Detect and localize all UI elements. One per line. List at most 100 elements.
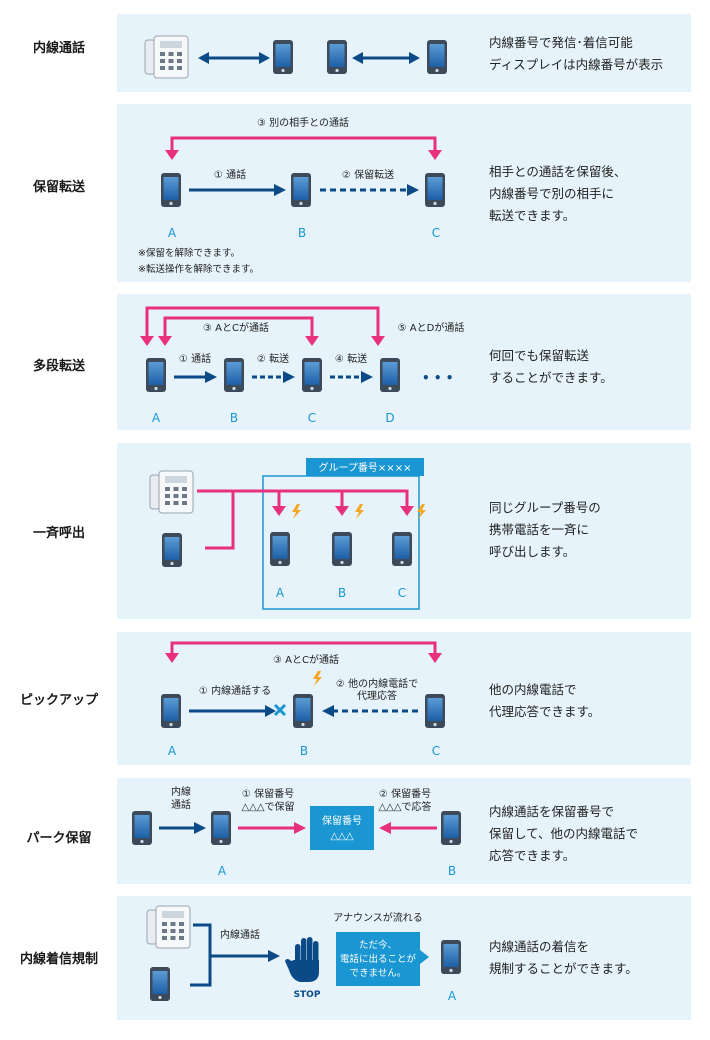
label-a: A — [448, 989, 457, 1003]
diagram-issei-yobidashi: グループ番号×××× A B C — [149, 458, 426, 610]
mobile-phone-b-icon — [224, 358, 244, 392]
desk-phone-icon — [146, 905, 191, 949]
desc-chakushin-kisei: 内線通話の着信を規制することができます。 — [489, 939, 638, 976]
mobile-phone-a-icon — [161, 173, 181, 207]
label-naisen: 内線 — [171, 785, 191, 798]
label-a: A — [218, 864, 227, 878]
mobile-phone-icon — [132, 811, 152, 845]
mobile-phone-a-icon — [270, 532, 290, 566]
row-title-naisen: 内線通話 — [32, 41, 85, 56]
label-a: A — [168, 744, 177, 758]
park-number-box — [310, 806, 374, 850]
label-step2: ② 他の内線電話で — [336, 677, 418, 690]
label-naisen-tsuwa: 内線通話 — [220, 928, 260, 941]
magenta-broadcast-lines — [197, 489, 409, 550]
mobile-phone-icon — [162, 533, 182, 567]
ringing-bolt-icon — [292, 504, 301, 519]
mobile-phone-c-icon — [425, 694, 445, 728]
label-step1: ① 内線通話する — [199, 684, 271, 697]
desc-park-horyu: 内線通話を保留番号で保留して、他の内線電話で応答できます。 — [489, 804, 639, 863]
panel-naisen — [117, 14, 691, 92]
mobile-phone-b-icon — [293, 694, 313, 728]
label-b: B — [448, 864, 456, 878]
label-c: C — [432, 744, 440, 758]
bubble-line-3: できません。 — [350, 968, 407, 979]
label-c: C — [398, 586, 406, 600]
desk-phone-icon — [144, 35, 189, 79]
panel-pickup — [117, 632, 691, 765]
row-title-park-horyu: パーク保留 — [26, 831, 92, 846]
label-step1: ① 保留番号 — [242, 787, 294, 800]
label-step1: ① 通話 — [214, 168, 246, 181]
label-tsuwa: 通話 — [171, 798, 191, 811]
label-step2-sub: △△△で応答 — [378, 800, 431, 813]
label-a: A — [152, 411, 161, 425]
mobile-phone-d-icon — [380, 358, 400, 392]
bubble-line-2: 電話に出ることが — [340, 953, 417, 965]
diagram-park-horyu: 内線 通話 ① 保留番号 △△△で保留 保留番号 △△△ ② 保留番号 △△△で… — [132, 785, 461, 878]
desk-phone-icon — [149, 470, 194, 514]
ellipsis-more: • • • — [422, 371, 453, 385]
note-hold-release: ※保留を解除できます。 — [138, 247, 240, 259]
label-step2: ② 保留転送 — [342, 168, 394, 181]
group-number-label: グループ番号×××× — [319, 461, 412, 474]
label-step2-sub: 代理応答 — [357, 689, 397, 702]
mobile-phone-a-icon — [211, 811, 231, 845]
row-title-issei-yobidashi: 一斉呼出 — [32, 526, 85, 541]
mobile-phone-b-icon — [332, 532, 352, 566]
label-d: D — [385, 411, 394, 425]
label-step4: ④ 転送 — [335, 352, 367, 365]
two-way-arrow — [198, 52, 270, 64]
note-transfer-cancel: ※転送操作を解除できます。 — [138, 263, 259, 275]
blocked-x-icon — [273, 703, 287, 717]
ringing-bolt-icon — [355, 504, 364, 519]
label-b: B — [298, 226, 306, 240]
row-title-pickup: ピックアップ — [19, 693, 98, 708]
panel-horyu-tenso — [117, 104, 691, 282]
label-step1-sub: △△△で保留 — [241, 800, 294, 813]
label-step2: ② 保留番号 — [379, 787, 431, 800]
desc-tadan-tenso: 何回でも保留転送することができます。 — [489, 348, 613, 385]
label-step2: ② 転送 — [257, 352, 289, 365]
label-ad-call: ⑤ AとDが通話 — [398, 321, 465, 334]
row-title-chakushin-kisei: 内線着信規制 — [19, 952, 98, 967]
diagram-naisen — [144, 35, 447, 79]
group-label-tab — [306, 458, 424, 476]
bubble-line-1: ただ今、 — [359, 939, 397, 951]
label-b: B — [230, 411, 238, 425]
mobile-phone-c-icon — [302, 358, 322, 392]
row-title-horyu-tenso: 保留転送 — [32, 180, 85, 195]
diagram-tadan-tenso: ③ AとCが通話 ⑤ AとDが通話 ① 通話 ② 転送 ④ 転送 • • • A… — [140, 306, 465, 425]
label-a: A — [168, 226, 177, 240]
stop-hand-icon — [285, 937, 319, 982]
mobile-phone-b-icon — [291, 173, 311, 207]
desc-pickup: 他の内線電話で代理応答できます。 — [489, 682, 601, 719]
message-bubble — [336, 932, 429, 986]
label-step1: ① 通話 — [179, 352, 211, 365]
label-ac-call: ③ AとCが通話 — [203, 321, 269, 334]
label-c: C — [432, 226, 440, 240]
label-other-party-call: ③ 別の相手との通話 — [257, 116, 349, 129]
label-a: A — [276, 586, 285, 600]
magenta-bracket — [170, 136, 437, 152]
desc-issei-yobidashi: 同じグループ番号の携帯電話を一斉に呼び出します。 — [489, 500, 601, 559]
desc-naisen: 内線番号で発信･着信可能ディスプレイは内線番号が表示 — [489, 35, 664, 72]
label-c: C — [308, 411, 316, 425]
mobile-phone-icon — [150, 967, 170, 1001]
diagram-horyu-tenso: ③ 別の相手との通話 ① 通話 ② 保留転送 A B C ※保留を解除できます。… — [138, 116, 445, 275]
mobile-phone-a-icon — [161, 694, 181, 728]
mobile-phone-icon — [427, 40, 447, 74]
mobile-phone-icon — [273, 40, 293, 74]
mobile-phone-c-icon — [392, 532, 412, 566]
park-box-label: 保留番号 — [322, 814, 362, 827]
diagram-chakushin-kisei: 内線通話 STOP アナウンスが流れる ただ今、 電話に出ることが できません。… — [146, 905, 461, 1003]
mobile-phone-a-icon — [441, 940, 461, 974]
label-b: B — [338, 586, 346, 600]
label-ac-call: ③ AとCが通話 — [273, 653, 339, 666]
desc-horyu-tenso: 相手との通話を保留後、内線番号で別の相手に転送できます。 — [489, 164, 627, 223]
stop-label: STOP — [294, 990, 321, 1000]
ringing-bolt-icon — [313, 671, 322, 686]
park-box-number: △△△ — [330, 831, 353, 842]
diagram-pickup: ③ AとCが通話 ① 内線通話する ② 他の内線電話で 代理応答 A B C — [161, 641, 445, 758]
